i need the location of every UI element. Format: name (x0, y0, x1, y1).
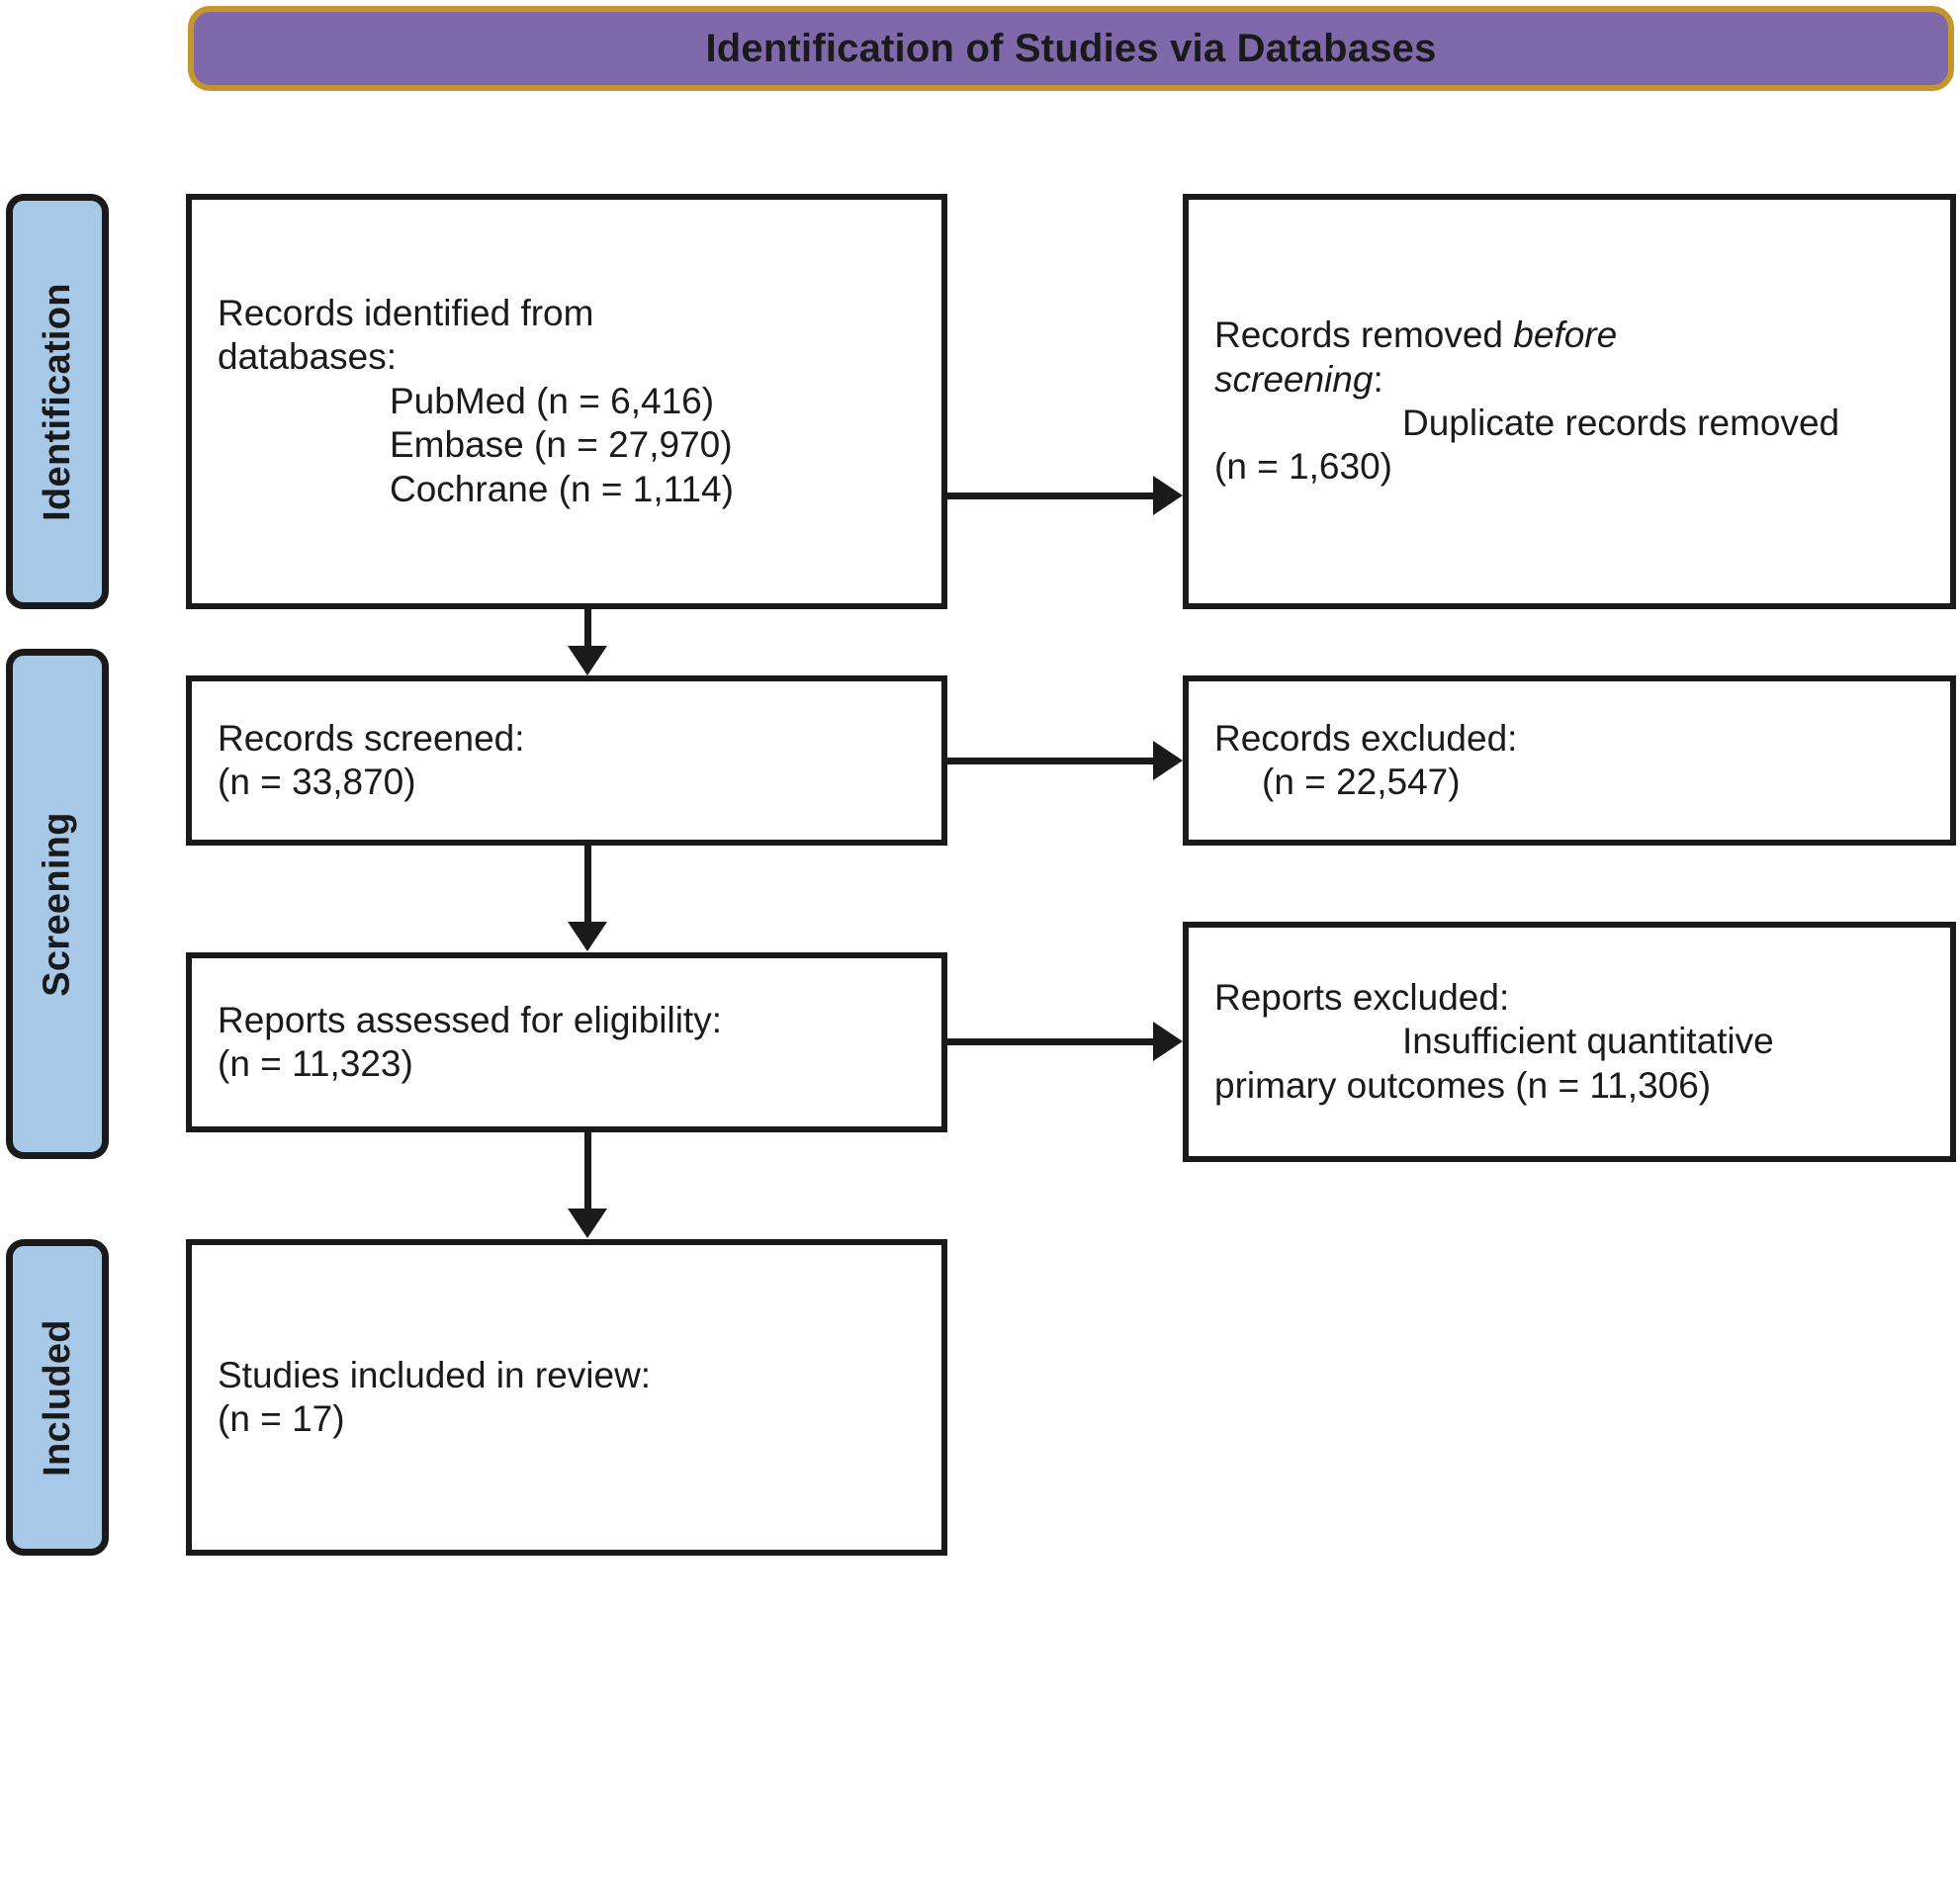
box-records-removed: Records removed before screening: Duplic… (1183, 194, 1956, 609)
box-line-emphasis: screening (1214, 358, 1374, 400)
stage-label-identification: Identification (6, 194, 109, 609)
arrow-screened-to-assessed (567, 846, 608, 952)
box-line-part: Records removed (1214, 314, 1514, 356)
box-line: Studies included in review: (218, 1354, 652, 1395)
arrow-shaft (584, 846, 591, 925)
box-studies-included: Studies included in review: (n = 17) (186, 1239, 947, 1556)
box-records-excluded: Records excluded: (n = 22,547) (1183, 675, 1956, 846)
arrow-shaft (947, 758, 1155, 764)
stage-label-text: Screening (36, 811, 78, 997)
box-line-duplicates: Duplicate records removed (1402, 403, 1840, 443)
arrow-head-right-icon (1153, 1022, 1183, 1061)
arrow-shaft (584, 609, 591, 649)
arrow-head-right-icon (1153, 476, 1183, 515)
box-line: screening: (1214, 358, 1924, 402)
box-line: Reports assessed for eligibility: (218, 999, 722, 1040)
box-line: databases: (218, 336, 398, 378)
box-line-pubmed: PubMed (n = 6,416) (390, 380, 715, 421)
box-line-count: (n = 11,323) (218, 1043, 413, 1084)
stage-label-text: Identification (36, 282, 78, 521)
box-line: Records removed before (1214, 314, 1924, 357)
box-line-emphasis: before (1513, 314, 1618, 356)
arrow-head-down-icon (568, 1209, 607, 1238)
page-title: Identification of Studies via Databases (705, 26, 1437, 70)
box-line: Records excluded: (1214, 717, 1518, 759)
box-line-reason: Insufficient quantitative (1402, 1021, 1774, 1062)
arrow-identified-to-removed (947, 475, 1185, 516)
arrow-identified-to-screened (567, 609, 608, 675)
arrow-shaft (947, 1038, 1155, 1045)
box-line-duplicates-count: (n = 1,630) (1214, 446, 1392, 488)
box-line-part: : (1373, 358, 1383, 400)
box-line: Reports excluded: (1214, 976, 1510, 1018)
arrow-assessed-to-included (567, 1132, 608, 1239)
box-line: Records identified from (218, 293, 594, 334)
box-line-embase: Embase (n = 27,970) (390, 424, 733, 466)
box-records-screened: Records screened: (n = 33,870) (186, 675, 947, 846)
box-records-identified: Records identified from databases: PubMe… (186, 194, 947, 609)
box-reports-assessed: Reports assessed for eligibility: (n = 1… (186, 952, 947, 1132)
box-line-count: (n = 17) (218, 1398, 345, 1439)
arrow-assessed-to-reports-excluded (947, 1021, 1185, 1062)
arrow-head-down-icon (568, 646, 607, 675)
box-reports-excluded: Reports excluded: Insufficient quantitat… (1183, 922, 1956, 1162)
arrow-shaft (947, 493, 1155, 499)
box-line-cochrane: Cochrane (n = 1,114) (390, 468, 734, 509)
header-banner: Identification of Studies via Databases (188, 6, 1954, 91)
box-line-reason-count: primary outcomes (n = 11,306) (1214, 1064, 1712, 1106)
arrow-head-down-icon (568, 922, 607, 951)
stage-label-screening: Screening (6, 649, 109, 1159)
box-line-count: (n = 33,870) (218, 761, 416, 802)
box-line: Records screened: (218, 717, 525, 759)
arrow-screened-to-excluded (947, 740, 1185, 781)
arrow-head-right-icon (1153, 741, 1183, 780)
arrow-shaft (584, 1132, 591, 1211)
stage-label-text: Included (36, 1318, 78, 1477)
stage-label-included: Included (6, 1239, 109, 1556)
box-line-count: (n = 22,547) (1262, 761, 1461, 802)
